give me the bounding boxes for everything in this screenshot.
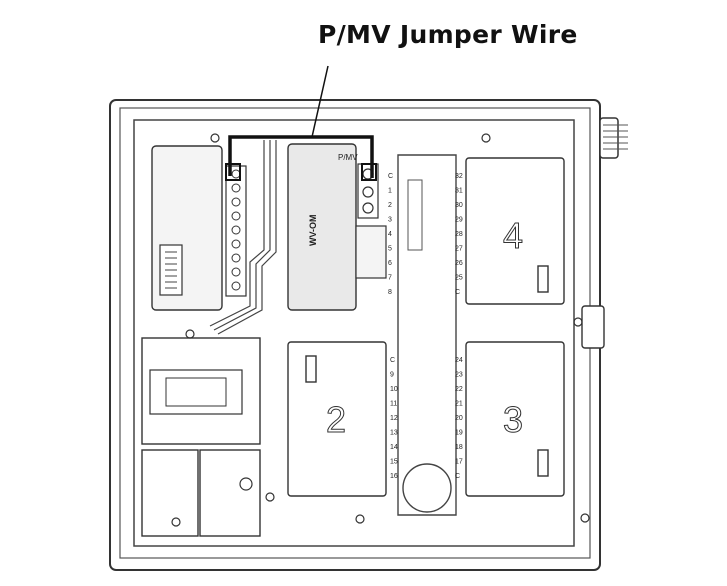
terminal-label: 15 <box>390 459 398 466</box>
terminal-label: 31 <box>455 188 463 195</box>
hinge-ribs <box>603 124 628 150</box>
terminal-labels-9-16: C 9 10 11 12 13 14 15 16 <box>390 357 398 480</box>
terminal-label: 27 <box>455 246 463 253</box>
terminal-label: 1 <box>388 188 392 195</box>
terminal-labels-17-24: 24 23 22 21 20 19 18 17C <box>455 357 463 480</box>
terminal-label: 24 <box>455 357 463 364</box>
terminal-label: C <box>390 357 395 364</box>
terminal-label: C <box>455 473 460 480</box>
terminal-label: 30 <box>455 202 463 209</box>
terminal-label: C <box>388 173 393 180</box>
screw-icon <box>185 329 195 339</box>
screw-icon <box>210 133 220 143</box>
terminal-label: C <box>455 289 460 296</box>
backplate <box>133 119 575 547</box>
screw-holes <box>171 133 590 527</box>
screw-icon <box>481 133 491 143</box>
connector-pins <box>165 251 177 289</box>
right-latch <box>581 305 605 349</box>
bay-number-2: 2 <box>326 399 346 440</box>
terminal-label: 20 <box>455 415 463 422</box>
bay-3-latch <box>537 449 549 477</box>
terminal-label: 5 <box>388 246 392 253</box>
screw-icon <box>171 517 181 527</box>
bay-number-3: 3 <box>503 399 523 440</box>
screw-icon <box>265 492 275 502</box>
junction-box-right <box>199 449 261 537</box>
wire-bundle <box>209 140 277 335</box>
conduit-opening <box>402 463 452 513</box>
jumper-end-right <box>361 163 377 181</box>
terminal-label: 26 <box>455 260 463 267</box>
terminal-label: 21 <box>455 401 463 408</box>
terminal-label: 13 <box>390 430 398 437</box>
bay-number-4: 4 <box>503 215 523 256</box>
pmv-label: P/MV <box>338 153 358 162</box>
jumper-wire <box>228 135 374 178</box>
terminal-label: 32 <box>455 173 463 180</box>
transformer-coil <box>165 377 227 407</box>
terminal-label: 3 <box>388 217 392 224</box>
module-label: WV-OM <box>308 215 318 247</box>
terminal-label: 17 <box>455 459 463 466</box>
diagram-title: P/MV Jumper Wire <box>318 20 578 49</box>
terminal-labels-25-32: 32 31 30 29 28 27 26 25C <box>455 173 463 296</box>
terminal-label: 11 <box>390 401 397 408</box>
terminal-label: 4 <box>388 231 392 238</box>
screw-icon <box>573 317 583 327</box>
jumper-end-left <box>225 163 241 181</box>
terminal-label: 28 <box>455 231 463 238</box>
terminal-label: 12 <box>390 415 398 422</box>
terminal-block-left <box>225 165 247 297</box>
terminal-labels-1-8: C 1 2 3 4 5 6 7 8 <box>388 173 393 296</box>
station-bay-4 <box>465 157 565 305</box>
terminal-label: 22 <box>455 386 463 393</box>
terminal-label: 16 <box>390 473 398 480</box>
center-channel <box>397 154 457 516</box>
bay-4-latch <box>537 265 549 293</box>
terminal-label: 29 <box>455 217 463 224</box>
junction-screw-icon <box>239 477 253 491</box>
terminal-label: 8 <box>388 289 392 296</box>
pmv-terminal-screw <box>362 186 374 198</box>
transformer-core <box>149 369 243 415</box>
terminal-label: 19 <box>455 430 463 437</box>
terminal-label: 14 <box>390 444 398 451</box>
center-bracket <box>407 179 423 251</box>
relay-box <box>355 225 387 279</box>
terminal-label: 9 <box>390 372 394 379</box>
wv-om-module <box>287 143 357 311</box>
bay-2-latch <box>305 355 317 383</box>
left-terminal-screws <box>231 169 241 291</box>
terminal-label: 10 <box>390 386 398 393</box>
terminal-label: 2 <box>388 202 392 209</box>
screw-icon <box>580 513 590 523</box>
terminal-label: 18 <box>455 444 463 451</box>
transformer-housing <box>141 337 261 445</box>
screw-icon <box>355 514 365 524</box>
junction-box-left <box>141 449 199 537</box>
terminal-label: 6 <box>388 260 392 267</box>
terminal-label: 23 <box>455 372 463 379</box>
station-bay-3 <box>465 341 565 497</box>
station-bay-2 <box>287 341 387 497</box>
hinge <box>599 117 619 159</box>
terminal-label: 7 <box>388 275 392 282</box>
pmv-terminal-screw <box>362 202 374 214</box>
terminal-label: 25 <box>455 275 463 282</box>
callout-leader <box>311 65 329 138</box>
